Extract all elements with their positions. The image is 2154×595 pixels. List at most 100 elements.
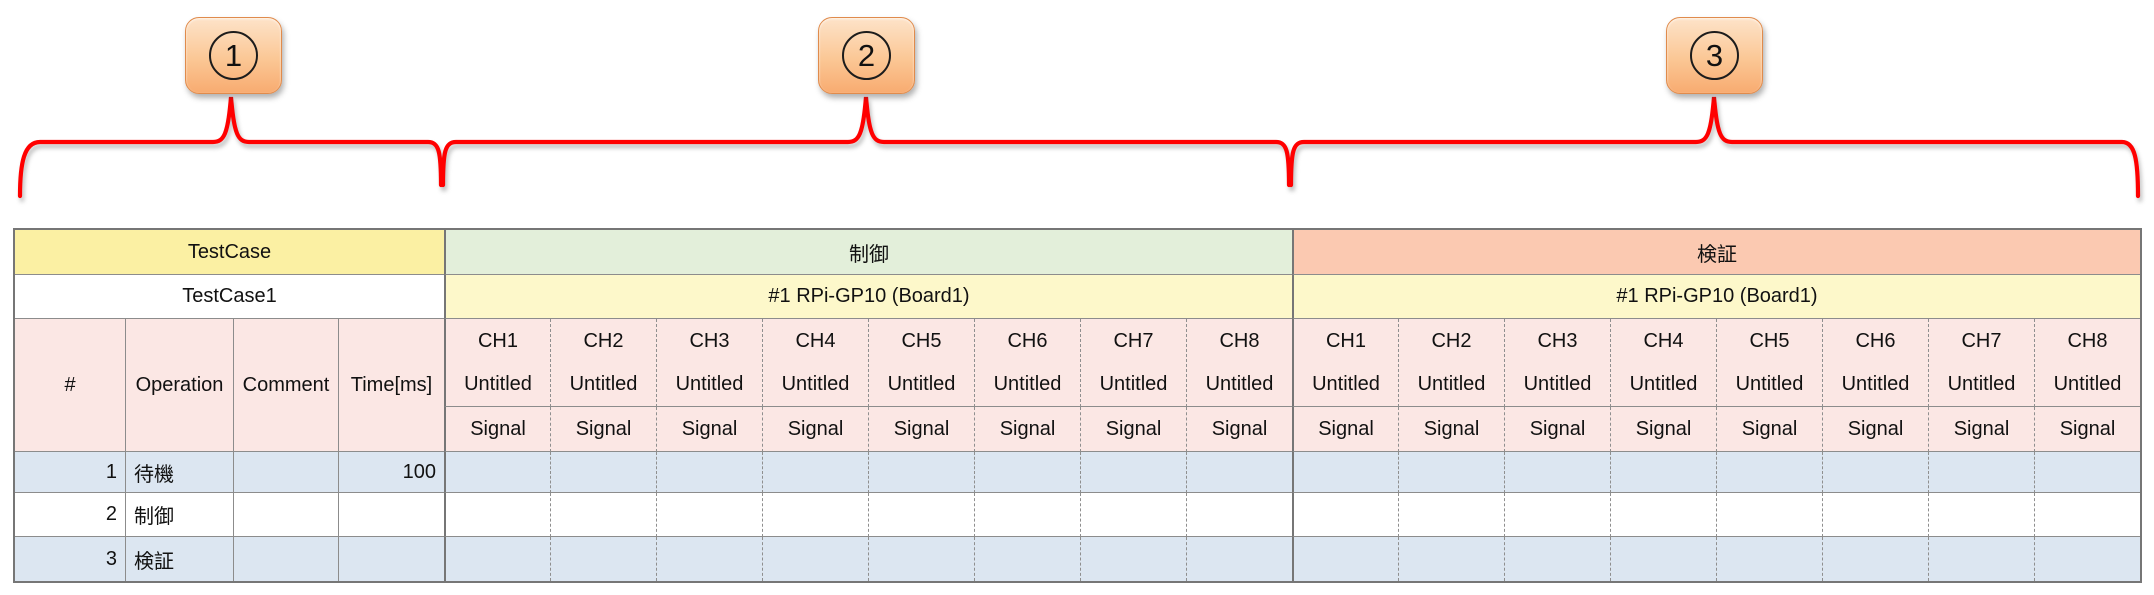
channel-data-cell (1610, 452, 1716, 493)
channel-data-cell (1504, 537, 1610, 581)
row-num-cell: 1 (15, 452, 125, 493)
badge-2: 2 (818, 17, 915, 94)
channel-name-label: Untitled (675, 372, 744, 395)
channel-data-cell (1292, 537, 1398, 581)
badge-3: 3 (1666, 17, 1763, 94)
channel-data-cell (974, 452, 1080, 493)
testcase-table: TestCase 制御 検証 TestCase1 #1 RPi-GP10 (Bo… (13, 228, 2142, 583)
channel-data-cell (1186, 452, 1292, 493)
channel-data-cell (1928, 537, 2034, 581)
brace-section-3 (1288, 96, 2141, 199)
channel-data-cell (762, 493, 868, 537)
channel-data-cell (1186, 537, 1292, 581)
channel-type-cell: Signal (656, 407, 762, 452)
channel-data-cell (868, 452, 974, 493)
channel-name-label: Untitled (1417, 372, 1486, 395)
control-device-cell: #1 RPi-GP10 (Board1) (444, 275, 1292, 319)
channel-label: CH6 (1855, 329, 1896, 352)
verification-device-cell: #1 RPi-GP10 (Board1) (1292, 275, 2140, 319)
group-header-testcase: TestCase (15, 230, 444, 275)
column-header-num: # (15, 319, 125, 452)
channel-name-label: Untitled (1205, 372, 1274, 395)
channel-data-cell (1398, 452, 1504, 493)
channel-data-cell (1080, 493, 1186, 537)
channel-data-cell (1822, 537, 1928, 581)
row-operation-cell: 制御 (125, 493, 233, 537)
channel-data-cell (1504, 452, 1610, 493)
channel-data-cell (1716, 452, 1822, 493)
channel-data-cell (1292, 452, 1398, 493)
channel-data-cell (656, 493, 762, 537)
column-header-time: Time[ms] (338, 319, 444, 452)
channel-label: CH8 (1219, 329, 1260, 352)
channel-name-label: Untitled (887, 372, 956, 395)
channel-data-cell (1398, 493, 1504, 537)
channel-data-cell (1080, 452, 1186, 493)
channel-label: CH6 (1007, 329, 1048, 352)
channel-type-cell: Signal (1928, 407, 2034, 452)
channel-data-cell (550, 537, 656, 581)
circled-digit-2: 2 (842, 31, 891, 80)
channel-label: CH8 (2067, 329, 2108, 352)
channel-data-cell (1716, 493, 1822, 537)
channel-data-cell (974, 537, 1080, 581)
section-braces (17, 96, 2141, 199)
brace-section-2 (440, 96, 1292, 188)
channel-data-cell (762, 452, 868, 493)
row-operation-cell: 検証 (125, 537, 233, 581)
channel-type-cell: Signal (2034, 407, 2140, 452)
row-num-cell: 3 (15, 537, 125, 581)
channel-label: CH7 (1113, 329, 1154, 352)
channel-data-cell (550, 493, 656, 537)
channel-label: CH1 (1325, 329, 1366, 352)
channel-type-cell: Signal (1080, 407, 1186, 452)
channel-name-label: Untitled (1523, 372, 1592, 395)
channel-type-cell: Signal (762, 407, 868, 452)
row-operation-cell: 待機 (125, 452, 233, 493)
channel-type-cell: Signal (974, 407, 1080, 452)
channel-type-cell: Signal (1186, 407, 1292, 452)
channel-data-cell (1292, 493, 1398, 537)
channel-data-cell (1080, 537, 1186, 581)
channel-name-label: Untitled (1629, 372, 1698, 395)
channel-data-cell (2034, 537, 2140, 581)
brace-section-1 (17, 96, 444, 199)
channel-label: CH4 (1643, 329, 1684, 352)
channel-label: CH4 (795, 329, 836, 352)
channel-name-label: Untitled (1735, 372, 1804, 395)
row-time-cell (338, 537, 444, 581)
channel-label: CH3 (689, 329, 730, 352)
row-time-cell: 100 (338, 452, 444, 493)
channel-type-cell: Signal (1716, 407, 1822, 452)
circled-digit-3: 3 (1690, 31, 1739, 80)
channel-name-label: Untitled (993, 372, 1062, 395)
channel-name-label: Untitled (1312, 372, 1380, 395)
group-header-control: 制御 (444, 230, 1292, 275)
channel-data-cell (974, 493, 1080, 537)
testcase-name-cell: TestCase1 (15, 275, 444, 319)
column-header-operation: Operation (125, 319, 233, 452)
channel-data-cell (1186, 493, 1292, 537)
channel-data-cell (1504, 493, 1610, 537)
channel-type-cell: Signal (1398, 407, 1504, 452)
channel-label: CH2 (1431, 329, 1472, 352)
channel-type-cell: Signal (868, 407, 974, 452)
channel-data-cell (1928, 452, 2034, 493)
column-header-comment: Comment (233, 319, 338, 452)
channel-data-cell (1822, 452, 1928, 493)
row-time-cell (338, 493, 444, 537)
channel-data-cell (444, 537, 550, 581)
channel-data-cell (868, 537, 974, 581)
channel-type-cell: Signal (1822, 407, 1928, 452)
